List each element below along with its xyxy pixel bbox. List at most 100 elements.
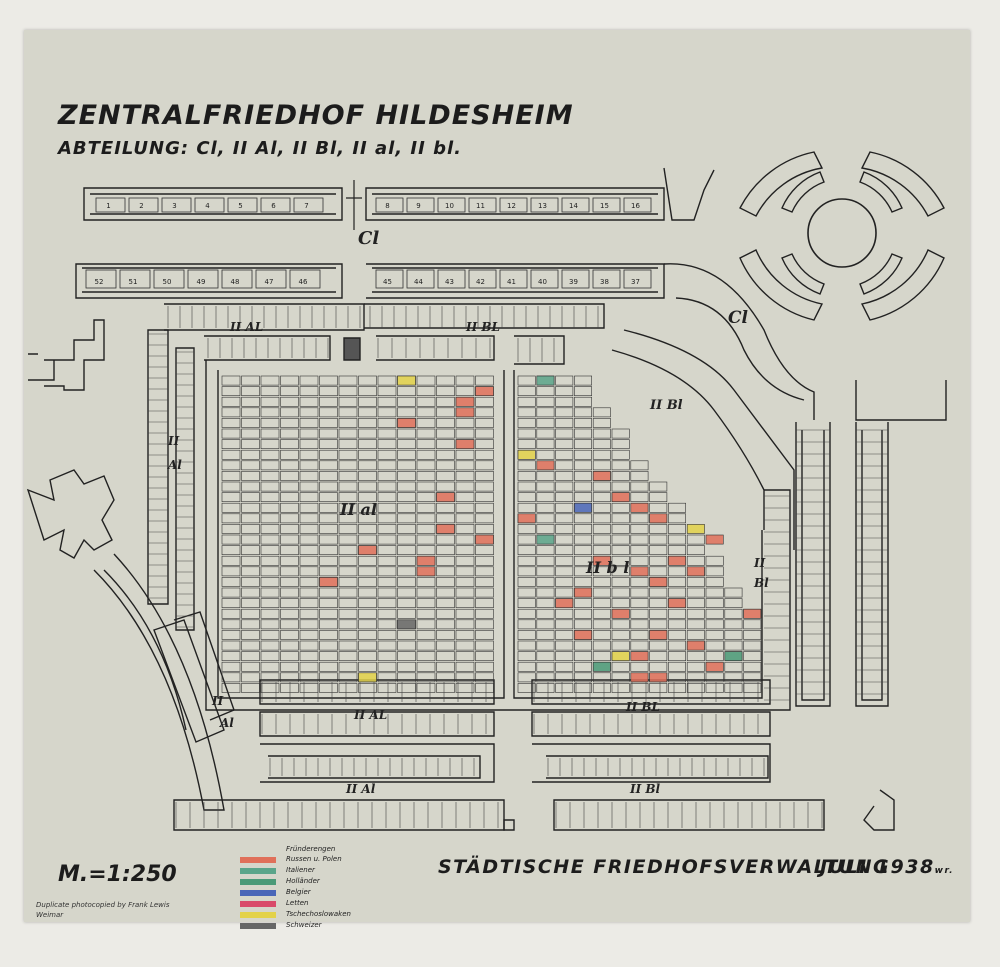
grave-plot — [517, 640, 536, 651]
legend-swatch — [240, 857, 276, 863]
grave-plot — [592, 672, 611, 683]
grave-plot — [338, 619, 358, 630]
grave-plot — [338, 386, 358, 397]
grave-plot — [555, 545, 574, 555]
grave-plot — [555, 386, 574, 397]
grave-plot — [555, 471, 574, 481]
legend-swatch — [240, 868, 276, 874]
cl-plot-cell — [95, 197, 126, 213]
grave-plot — [555, 460, 574, 471]
grave-plot — [555, 428, 574, 439]
grave-plot — [397, 513, 416, 524]
grave-plot — [338, 566, 358, 577]
cl-plot-cell — [289, 269, 321, 289]
grave-plot — [455, 545, 475, 555]
grave-plot — [241, 672, 260, 683]
grave-plot — [592, 502, 611, 513]
grave-plot — [299, 630, 319, 640]
legend-label: Schweizer — [286, 921, 322, 929]
grave-plot — [377, 619, 397, 630]
cl-plot-number: 13 — [538, 202, 547, 210]
grave-plot — [592, 566, 611, 577]
grave-plot — [649, 651, 668, 661]
grave-plot — [338, 407, 358, 418]
grave-plot — [377, 651, 397, 661]
grave-plot — [280, 428, 299, 439]
grave-plot — [649, 492, 668, 503]
grave-plot — [436, 598, 455, 608]
grave-plot — [280, 418, 299, 428]
grave-plot — [475, 566, 494, 577]
grave-plot — [611, 598, 630, 608]
grave-plot — [221, 439, 241, 450]
grave-plot — [536, 439, 555, 450]
cl-plot-cell — [437, 269, 466, 289]
section-label-iibl-top: II BL — [466, 320, 500, 334]
cl-top-row-left-outline — [83, 187, 343, 221]
grave-plot — [436, 449, 455, 460]
grave-plot — [611, 481, 630, 492]
highlighted-plot — [668, 555, 687, 566]
grave-plot — [260, 513, 280, 524]
grave-plot — [416, 640, 436, 651]
grave-plot — [455, 481, 475, 492]
grave-plot — [574, 640, 593, 651]
grave-plot — [517, 555, 536, 566]
grave-plot — [436, 386, 455, 397]
grave-plot — [611, 545, 630, 555]
grave-plot — [319, 661, 338, 672]
grave-plot — [377, 449, 397, 460]
grave-plot — [358, 651, 377, 661]
grave-plot — [397, 577, 416, 587]
cl-ring-sector — [739, 151, 824, 217]
grave-plot — [574, 524, 593, 534]
grave-plot — [475, 672, 494, 683]
grave-plot — [724, 587, 743, 598]
grave-plot — [574, 407, 593, 418]
grave-plot — [592, 598, 611, 608]
grave-plot — [280, 502, 299, 513]
grave-plot — [260, 418, 280, 428]
grave-plot — [536, 566, 555, 577]
grave-plot — [592, 545, 611, 555]
grave-plot — [299, 386, 319, 397]
grave-plot — [377, 683, 397, 693]
grave-plot — [319, 640, 338, 651]
grave-plot — [475, 449, 494, 460]
map-date-text: JULI 1938 — [820, 856, 935, 878]
grave-plot — [475, 492, 494, 503]
grave-plot — [241, 428, 260, 439]
grave-plot — [705, 555, 724, 566]
grave-plot — [221, 545, 241, 555]
grave-plot — [416, 439, 436, 450]
highlighted-plot — [475, 534, 494, 545]
grave-plot — [221, 577, 241, 587]
grave-plot — [743, 651, 762, 661]
map-subtitle: ABTEILUNG: Cl, II Al, II Bl, II al, II b… — [58, 138, 462, 159]
grave-plot — [475, 524, 494, 534]
grave-plot — [319, 492, 338, 503]
grave-plot — [455, 524, 475, 534]
grave-plot — [221, 396, 241, 407]
highlighted-plot — [592, 555, 611, 566]
grave-plot — [630, 513, 649, 524]
highlighted-plot — [319, 577, 338, 587]
grave-plot — [517, 630, 536, 640]
grave-plot — [555, 418, 574, 428]
grave-plot — [241, 587, 260, 598]
cl-plot-cell — [375, 197, 404, 213]
map-office: STÄDTISCHE FRIEDHOFSVERWALTUNG — [438, 856, 891, 878]
highlighted-plot — [630, 502, 649, 513]
grave-plot — [668, 587, 687, 598]
grave-plot — [416, 651, 436, 661]
grave-plot — [668, 630, 687, 640]
grave-plot — [221, 630, 241, 640]
grave-plot — [358, 661, 377, 672]
grave-plot — [377, 460, 397, 471]
grave-plot — [221, 524, 241, 534]
cl-plot-cell — [468, 269, 497, 289]
grave-plot — [358, 534, 377, 545]
grave-plot — [536, 587, 555, 598]
grave-plot — [436, 534, 455, 545]
